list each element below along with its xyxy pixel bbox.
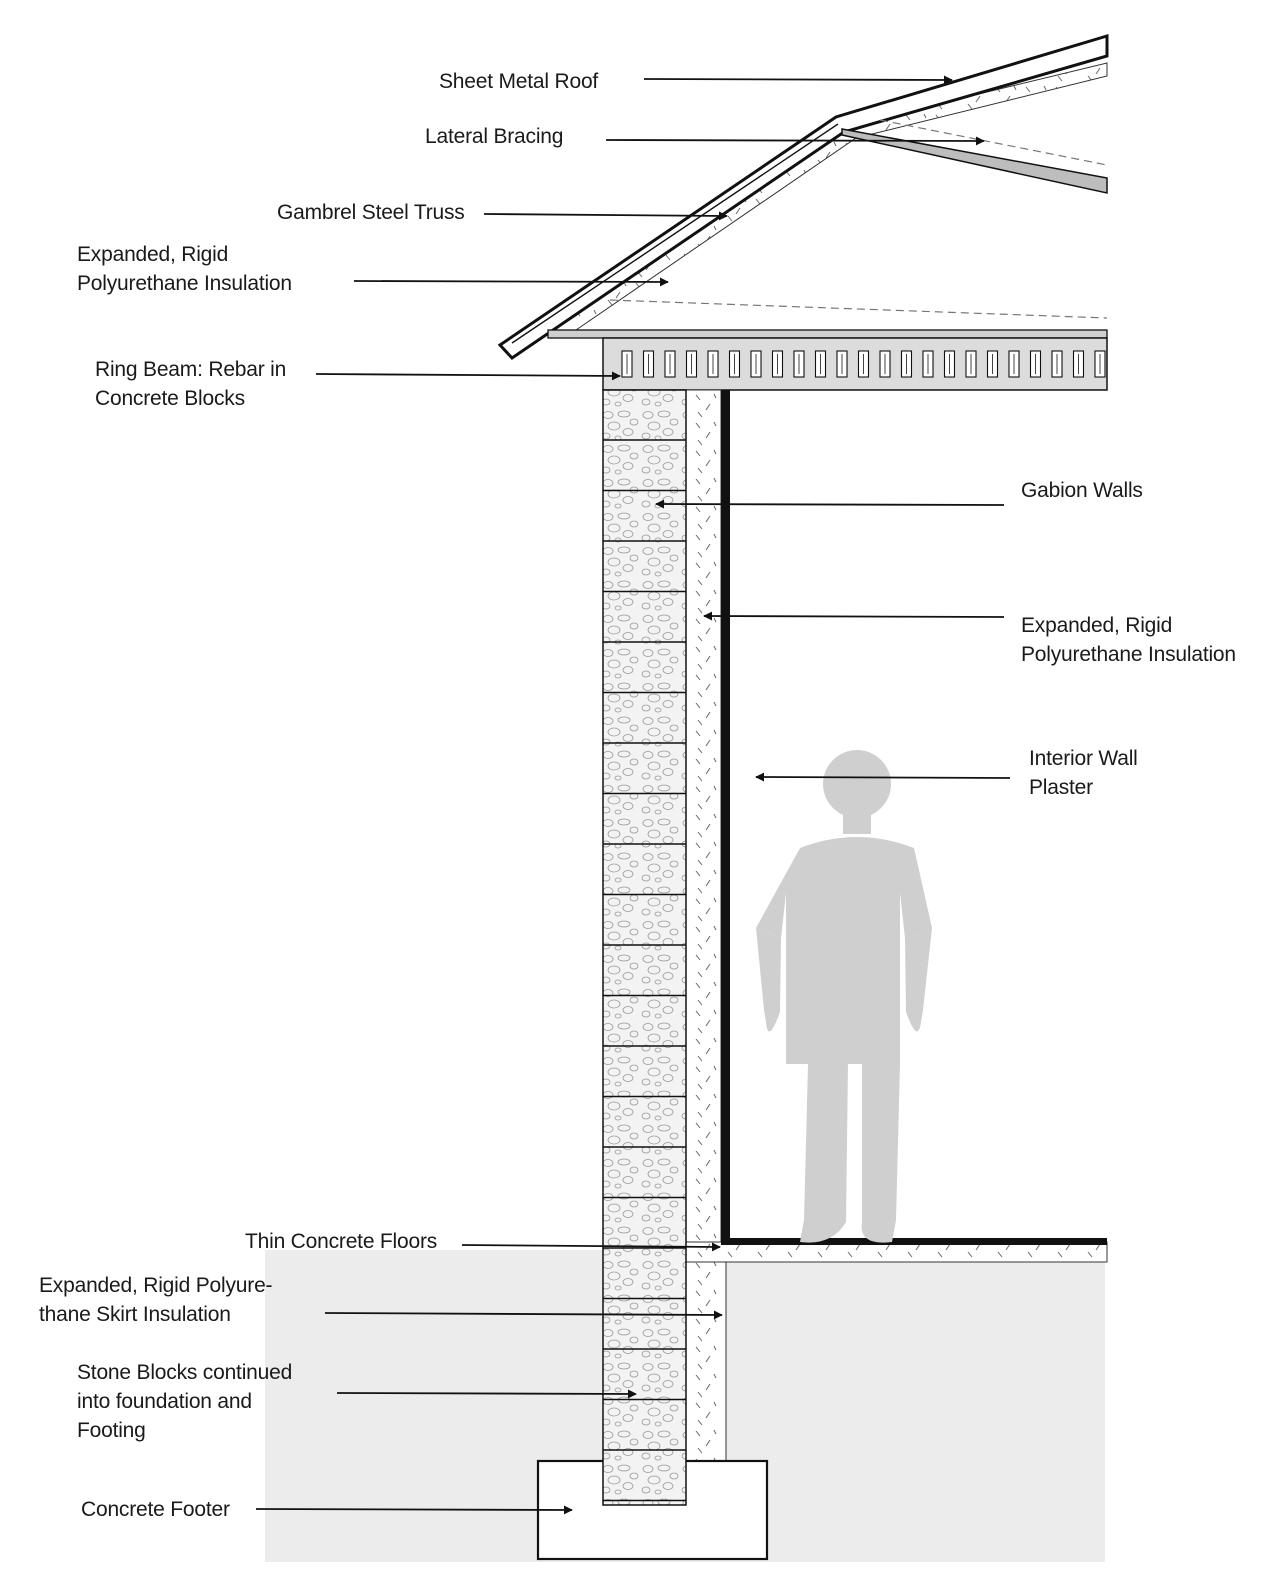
label-line: Stone Blocks continued [77, 1361, 292, 1384]
label-sheet-metal-roof: Sheet Metal Roof [439, 70, 598, 93]
label-gambrel-steel-truss: Gambrel Steel Truss [277, 201, 465, 224]
arrow-interior-plaster [755, 772, 1011, 782]
label-line: Concrete Blocks [95, 387, 245, 410]
label-line: Ring Beam: Rebar in [95, 358, 286, 381]
label-line: Expanded, Rigid Polyure- [39, 1274, 273, 1297]
label-gabion-walls: Gabion Walls [1021, 479, 1143, 502]
label-ring-beam: Ring Beam: Rebar in Concrete Blocks [95, 358, 286, 410]
interior-plaster [721, 390, 730, 1242]
label-concrete-footer: Concrete Footer [81, 1498, 230, 1521]
label-line: thane Skirt Insulation [39, 1303, 231, 1326]
human-icon [756, 750, 932, 1243]
arrow-gambrel-steel-truss [483, 211, 728, 221]
skirt-insulation [685, 1261, 727, 1462]
label-line: Gabion Walls [1021, 479, 1143, 502]
label-line: into foundation and [77, 1390, 252, 1413]
label-line: Plaster [1029, 776, 1093, 799]
arrow-ring-beam [315, 371, 621, 381]
arrow-thin-concrete-floors [461, 1242, 721, 1252]
ceiling-slab [547, 329, 1108, 339]
stone-courses [603, 439, 686, 1502]
arrow-sheet-metal-roof [643, 75, 953, 85]
arrow-gabion-walls [655, 499, 1005, 509]
label-line: Expanded, Rigid [77, 243, 228, 266]
floor-finish [721, 1238, 1107, 1245]
rebar-bars [621, 350, 1106, 378]
label-line: Thin Concrete Floors [245, 1230, 437, 1253]
dashed-line-lower [609, 299, 1108, 319]
label-line: Polyurethane Insulation [77, 272, 292, 295]
label-line: Expanded, Rigid [1021, 614, 1172, 637]
arrow-skirt-insulation [324, 1310, 723, 1320]
roof-insulation [551, 62, 1108, 331]
gabion-wall [602, 389, 687, 1506]
arrow-roof-insulation [353, 277, 669, 287]
label-arrows [255, 75, 1011, 1515]
label-stone-blocks: Stone Blocks continued into foundation an… [77, 1361, 292, 1442]
label-line: Polyurethane Insulation [1021, 643, 1236, 666]
label-line: Lateral Bracing [425, 125, 563, 148]
label-line: Gambrel Steel Truss [277, 201, 465, 224]
label-skirt-insulation: Expanded, Rigid Polyure-thane Skirt Insu… [39, 1274, 273, 1326]
sheet-metal-roof [497, 33, 1109, 360]
label-line: Concrete Footer [81, 1498, 230, 1521]
label-line: Interior Wall [1029, 747, 1138, 770]
label-lateral-bracing: Lateral Bracing [425, 125, 563, 148]
wall-insulation [685, 389, 722, 1251]
arrow-lateral-bracing [605, 136, 985, 146]
arrow-stone-blocks [336, 1389, 637, 1399]
arrow-concrete-footer [255, 1505, 573, 1515]
label-line: Footing [77, 1419, 146, 1442]
label-thin-concrete-floors: Thin Concrete Floors [245, 1230, 437, 1253]
lateral-bracing [841, 128, 1108, 194]
arrow-wall-insulation [703, 611, 1005, 621]
label-line: Sheet Metal Roof [439, 70, 598, 93]
